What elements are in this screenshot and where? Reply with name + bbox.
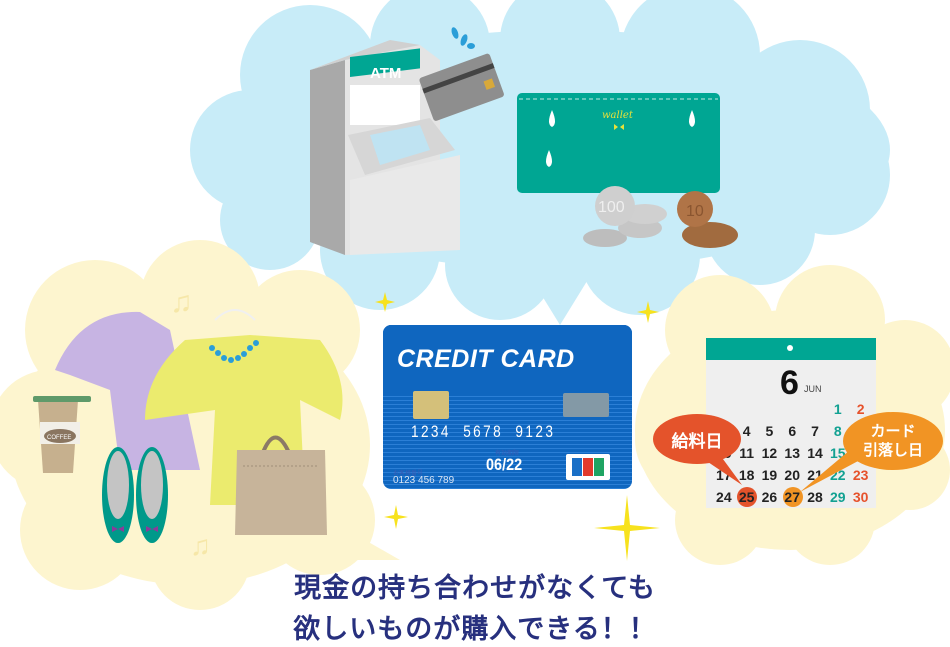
- calendar-day: 20: [784, 467, 800, 483]
- calendar-day: 13: [784, 445, 800, 461]
- calendar-week-row: 24 25 26 27 28 29 30: [712, 486, 872, 508]
- credit-card: CREDIT CARD 1234 5678 9123 有効期限 06/22 お客…: [383, 325, 632, 489]
- calendar-day: 5: [765, 423, 774, 439]
- credit-card-title: CREDIT CARD: [397, 345, 575, 373]
- caption-line-2: 欲しいものが購入できる！！: [293, 614, 657, 645]
- card-chip-icon: [413, 391, 449, 419]
- card-number: 1234 5678 9123: [411, 422, 556, 441]
- calendar-month-name: JUN: [804, 384, 822, 394]
- calendar-day: 30: [852, 489, 869, 505]
- calendar-day: 8: [833, 423, 842, 439]
- card-expiry-label: 有効期限: [495, 451, 520, 457]
- calendar-day: 14: [807, 445, 823, 461]
- card-debit-label-line1: カード: [870, 422, 916, 440]
- card-brand-logo-icon: [566, 454, 610, 480]
- cardigan-icon: [55, 311, 200, 470]
- calendar-day: 19: [761, 467, 778, 483]
- card-debit-day-bubble: カード 引落し日: [843, 412, 943, 470]
- salary-day-label: 給料日: [671, 431, 723, 452]
- calendar-week-row: 1 2: [712, 398, 872, 420]
- svg-text:100: 100: [598, 199, 625, 216]
- calendar-month-number: 6: [780, 364, 799, 402]
- wallet-label: wallet: [602, 110, 634, 121]
- music-note-icon: ♫ ♫: [170, 286, 211, 561]
- calendar-day: 1: [833, 401, 842, 417]
- calendar-day: 4: [742, 423, 751, 439]
- calendar-day: 12: [761, 445, 778, 461]
- calendar-day: 11: [739, 445, 755, 461]
- calendar-day-card-debit: 27: [781, 486, 804, 508]
- calendar-day: 6: [788, 423, 797, 439]
- bank-card-icon: [419, 53, 504, 121]
- card-hologram-icon: [563, 393, 609, 417]
- calendar-day: 28: [807, 489, 823, 505]
- card-expiry: 06/22: [486, 455, 523, 474]
- atm-machine-icon: ATM: [310, 40, 460, 255]
- calendar-hook-icon: [787, 345, 793, 351]
- calendar-day: 18: [738, 467, 755, 483]
- svg-text:♫: ♫: [190, 530, 211, 561]
- calendar-day: 23: [852, 467, 869, 483]
- sweat-drops-icon: [451, 27, 475, 49]
- coins-icon: 100 10: [583, 186, 738, 248]
- card-debit-label-line2: 引落し日: [862, 441, 923, 459]
- calendar-day: 26: [761, 489, 778, 505]
- svg-text:♫: ♫: [170, 286, 193, 319]
- calendar-day-salary: 25: [735, 486, 758, 508]
- card-account-label: お客様番号: [393, 471, 424, 477]
- flat-shoes-icon: [102, 447, 168, 543]
- caption-line-1: 現金の持ち合わせがなくても: [294, 573, 656, 604]
- svg-text:COFFEE: COFFEE: [47, 435, 71, 441]
- calendar-day: 2: [856, 401, 865, 417]
- calendar-header-bar: [706, 338, 876, 360]
- salary-day-bubble: 給料日: [653, 414, 741, 464]
- necklace-icon: [209, 340, 259, 363]
- svg-text:10: 10: [686, 203, 704, 220]
- sparkle-icon: [375, 292, 660, 561]
- calendar-day: 29: [830, 489, 846, 505]
- atm-label: ATM: [370, 65, 401, 82]
- calendar-day: 7: [811, 423, 819, 439]
- tote-bag-icon: [235, 435, 327, 535]
- calendar-day: 24: [716, 489, 732, 505]
- card-account-number: 0123 456 789: [393, 475, 455, 486]
- wallet-icon: wallet: [517, 93, 720, 193]
- coffee-cup-icon: COFFEE: [33, 396, 91, 473]
